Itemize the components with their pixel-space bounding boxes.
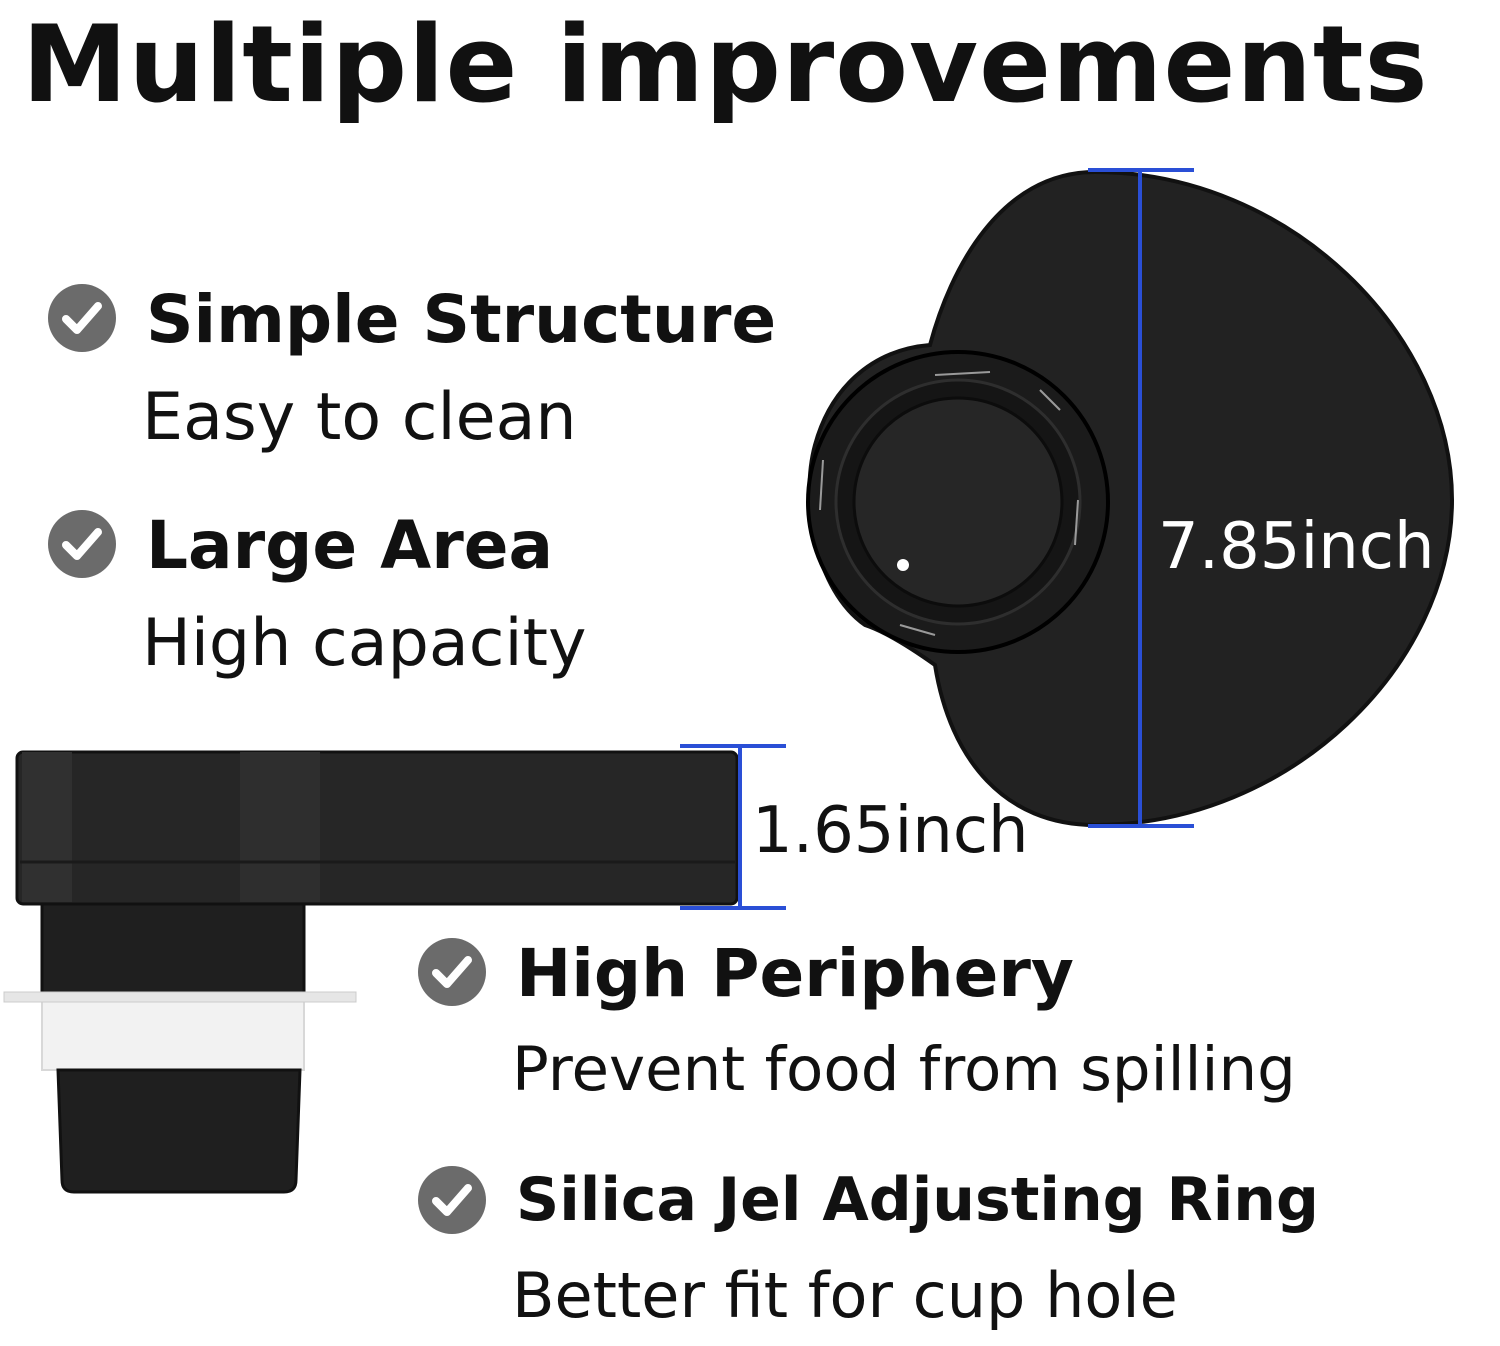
- tray-side-view: [3, 744, 786, 1194]
- check-icon: [418, 1166, 486, 1234]
- feature-title-silica-jel-ring: Silica Jel Adjusting Ring: [516, 1165, 1319, 1235]
- silicone-ring: [41, 997, 305, 1071]
- feature-subtitle-easy-to-clean: Easy to clean: [142, 380, 577, 455]
- check-icon: [418, 938, 486, 1006]
- cup-ring-inner: [852, 396, 1064, 608]
- check-icon: [48, 510, 116, 578]
- feature-title-large-area: Large Area: [146, 507, 554, 584]
- height-label: 1.65inch: [752, 794, 1029, 868]
- cup-stem: [40, 902, 306, 1001]
- feature-subtitle-high-capacity: High capacity: [142, 606, 587, 681]
- page-title: Multiple improvements: [22, 3, 1429, 126]
- cup-dot: [897, 559, 909, 571]
- tray-body: [807, 169, 1455, 828]
- feature-title-high-periphery: High Periphery: [516, 935, 1074, 1012]
- diameter-label: 7.85inch: [1158, 510, 1435, 584]
- tray-top-view: [806, 168, 1455, 828]
- cup-stem-bottom: [56, 1068, 302, 1194]
- height-dimension-line: [680, 744, 786, 910]
- diameter-dimension-line: [1088, 168, 1194, 828]
- side-tray-body: [15, 750, 739, 906]
- feature-subtitle-better-fit: Better fit for cup hole: [512, 1259, 1178, 1332]
- check-icon: [48, 284, 116, 352]
- feature-subtitle-prevent-spilling: Prevent food from spilling: [512, 1034, 1296, 1105]
- feature-title-simple-structure: Simple Structure: [146, 281, 777, 358]
